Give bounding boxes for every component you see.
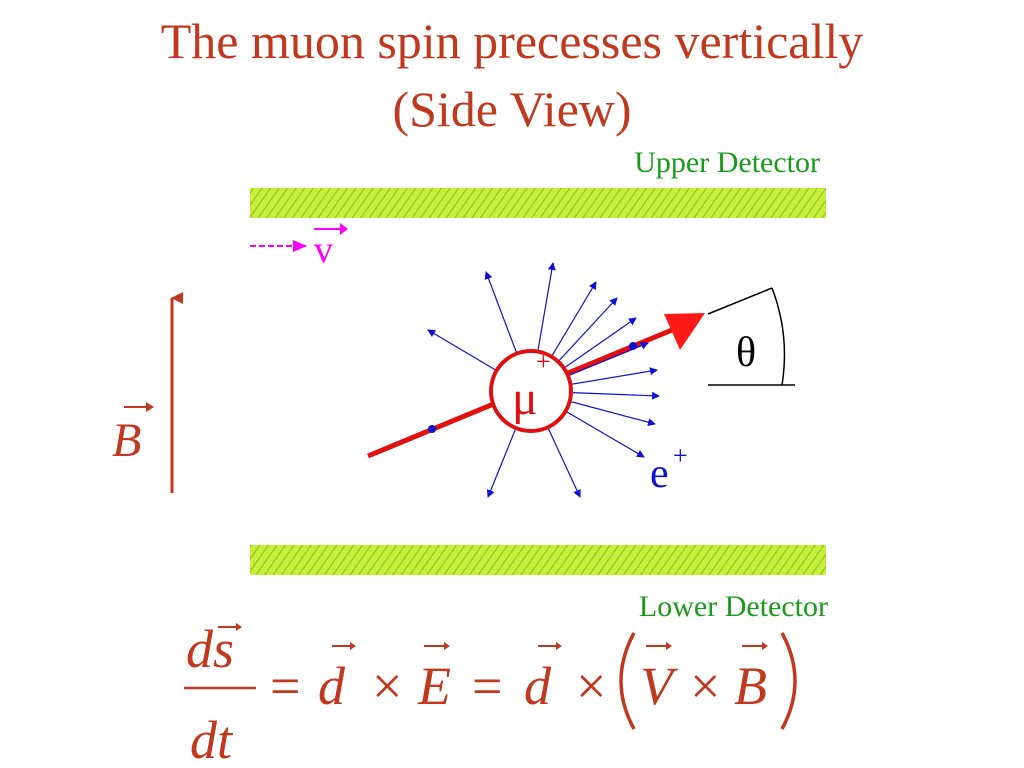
lower-detector: Lower Detector bbox=[250, 545, 828, 623]
spin-axis-dot bbox=[629, 342, 637, 350]
equation-numerator: ds bbox=[186, 619, 234, 679]
angle-indicator: θ bbox=[707, 287, 795, 386]
velocity-indicator: v bbox=[250, 223, 348, 271]
angle-arc bbox=[771, 287, 786, 386]
positron-charge: + bbox=[673, 441, 688, 470]
equation-denominator: dt bbox=[190, 710, 234, 768]
equals-sign-1: = bbox=[270, 656, 300, 716]
vector-d-1: d bbox=[318, 656, 346, 716]
vector-arrows bbox=[218, 623, 768, 650]
velocity-symbol: v bbox=[314, 229, 333, 271]
angle-symbol: θ bbox=[736, 330, 756, 376]
muon-circle bbox=[489, 349, 573, 433]
vector-d-2: d bbox=[524, 656, 552, 716]
upper-detector: Upper Detector bbox=[250, 146, 826, 218]
equals-sign-2: = bbox=[472, 656, 502, 716]
positron-label: e + bbox=[650, 441, 688, 497]
muon-charge: + bbox=[536, 347, 551, 376]
cross-sign-2: × bbox=[576, 656, 606, 716]
upper-detector-label: Upper Detector bbox=[634, 146, 820, 179]
spin-equation: ds dt = d × E = d × V × B bbox=[184, 619, 797, 768]
cross-sign-1: × bbox=[372, 656, 402, 716]
velocity-vector-bar-tip bbox=[340, 223, 348, 235]
muon-symbol: μ bbox=[512, 372, 538, 425]
left-paren bbox=[619, 632, 636, 730]
magnetic-field-symbol: B bbox=[112, 414, 141, 467]
right-paren bbox=[780, 632, 797, 730]
muon: μ + bbox=[489, 347, 573, 433]
positron-symbol: e bbox=[650, 451, 669, 497]
lower-detector-label: Lower Detector bbox=[639, 590, 828, 623]
upper-detector-slab bbox=[250, 188, 826, 218]
lower-detector-slab bbox=[250, 545, 826, 575]
magnetic-field-indicator: B bbox=[112, 292, 183, 493]
vector-E: E bbox=[417, 656, 451, 716]
slide-title-line-1: The muon spin precesses vertically bbox=[160, 13, 864, 69]
spin-axis-dot bbox=[428, 425, 436, 433]
vector-B: B bbox=[734, 656, 767, 716]
vector-V: V bbox=[640, 656, 679, 716]
cross-sign-3: × bbox=[690, 656, 720, 716]
angle-ray-line bbox=[707, 287, 773, 315]
field-vector-bar-tip bbox=[146, 402, 154, 412]
spin-arrow-head bbox=[664, 313, 705, 350]
slide-title-line-2: (Side View) bbox=[392, 81, 632, 137]
